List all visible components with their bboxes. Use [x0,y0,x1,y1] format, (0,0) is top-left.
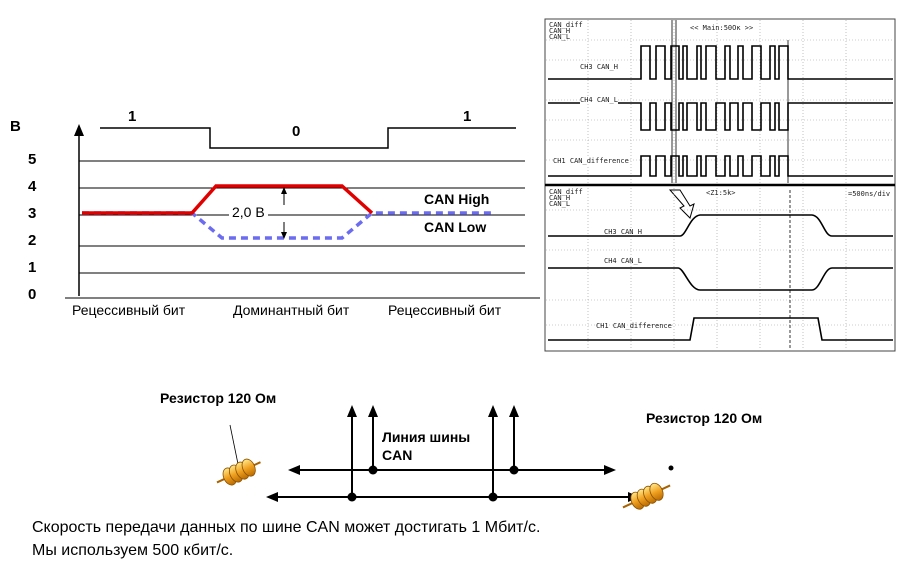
y-tick-5: 5 [28,151,37,168]
can-low-label: CAN Low [424,219,487,235]
scope-top-traces [548,45,893,177]
bus-upper-arrow-left [288,465,300,475]
bit-name-recessive-left: Рецессивный бит [72,302,186,318]
footer-text: Скорость передачи данных по шине CAN мож… [32,516,540,562]
can-high-line [82,184,374,215]
scope-top-zoom-label: << Main:50Ок >> [690,24,754,32]
diff-voltage-arrow [281,187,287,239]
y-tick-0: 0 [28,286,37,303]
bit-name-dominant: Доминантный бит [233,302,350,318]
bit-value-1-left: 1 [128,108,137,125]
node-stubs [351,415,515,497]
resistor-left-label: Резистор 120 Ом [160,390,277,406]
scope-bottom-legend: CAN_diff CAN_H CAN_L [549,188,583,208]
y-tick-4: 4 [28,178,37,195]
bus-line-label: Линия шины CAN [382,429,471,463]
diff-voltage-label: 2,0 В [229,204,268,220]
bit-value-1-right: 1 [463,108,472,125]
scope-top-ch3-label: CH3 CAN_H [580,63,618,71]
scope-top-ch1-label: CH1 CAN_difference [553,157,629,165]
resistor-right-label: Резистор 120 Ом [646,410,763,426]
bus-lower-arrow-left [266,492,278,502]
y-axis-arrow [74,124,84,136]
trace-top-can-diff [548,155,893,177]
can-low-line [82,211,492,240]
scope-top-legend: CAN_diff CAN_H CAN_L [549,21,583,41]
bit-name-recessive-right: Рецессивный бит [388,302,502,318]
y-tick-2: 2 [28,232,37,249]
bit-logic-line [100,127,516,149]
can-high-label: CAN High [424,191,490,207]
bus-upper-arrow-right [604,465,616,475]
resistor-left-icon [216,458,261,486]
trace-top-can-h [548,45,893,80]
footer-line-2: Мы используем 500 кбит/с. [32,542,234,559]
junction-dots [347,465,519,502]
trace-top-can-l [548,102,893,131]
resistor-right-icon [622,482,671,510]
scope-bottom-zoom-label: <Z1:5k> [706,189,736,197]
trace-bottom-can-diff [548,317,893,341]
scope-top-ch4-label: CH4 CAN_L [580,96,618,104]
scope-bottom-ch4-label: CH4 CAN_L [604,257,642,265]
footer-line-1: Скорость передачи данных по шине CAN мож… [32,519,541,536]
trace-bottom-can-h [548,214,893,237]
scope-bottom-ch3-label: CH3 CAN_H [604,228,642,236]
y-tick-3: 3 [28,205,37,222]
grid-lines [65,160,540,299]
y-axis-unit: В [10,118,21,135]
y-tick-1: 1 [28,259,37,276]
scope-bottom-traces [548,214,893,341]
node-stub-arrows [347,405,519,417]
resistor-left-pointer [229,424,239,465]
zoom-arrow-icon [668,189,695,219]
bit-value-0: 0 [292,123,301,140]
scope-bottom-ch1-label: CH1 CAN_difference [596,322,672,330]
scope-timebase: =500ns/div [848,190,891,198]
trace-bottom-can-l [548,267,893,291]
